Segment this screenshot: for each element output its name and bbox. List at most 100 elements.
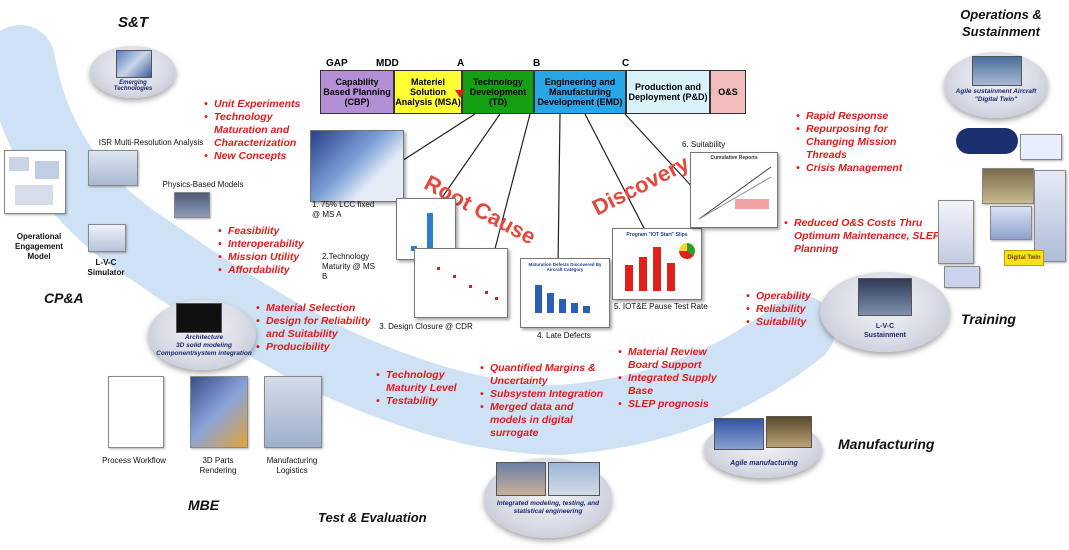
ops-thumbnail-3 <box>938 200 974 264</box>
mbe-item: 3D solid modeling <box>176 342 232 349</box>
msa-arrow-icon <box>455 90 465 98</box>
connector-lines <box>379 113 696 269</box>
lcc-chart-thumbnail <box>310 130 404 202</box>
physics-caption: Physics-Based Models <box>162 180 244 189</box>
bullet: Quantified Margins & Uncertainty <box>480 362 610 388</box>
domain-cpa-title: CP&A <box>44 290 84 306</box>
phase-td: Technology Development (TD) <box>462 70 534 114</box>
bullet: Technology Maturation and Characterizati… <box>204 111 312 150</box>
domain-manufacturing-title: Manufacturing <box>838 436 935 452</box>
mfglog-caption: Manufacturing Logistics <box>266 456 318 475</box>
bullet: Reliability <box>746 303 836 316</box>
tech-bullets: Technology Maturity Level Testability <box>376 369 480 408</box>
bullet: Producibility <box>256 341 386 354</box>
process-workflow-thumbnail <box>108 376 164 448</box>
probabilistic-badge <box>956 128 1018 154</box>
mbe-oval-caption: Architecture 3D solid modeling Component… <box>156 334 252 358</box>
numbered-4: 4. Late Defects <box>537 331 591 340</box>
ops-thumbnail-4 <box>990 206 1032 240</box>
bullet: Design for Reliability and Suitability <box>256 315 386 341</box>
domain-ops-title: Operations & Sustainment <box>960 7 1042 39</box>
numbered-3: 3. Design Closure @ CDR <box>379 322 473 331</box>
mbe-item: Architecture <box>184 334 224 341</box>
iot-slips-chart: Program "IOT Start" Slips <box>612 228 702 300</box>
ops-thumbnail-6 <box>944 266 980 288</box>
phase-msa: Materiel Solution Analysis (MSA) <box>394 70 462 114</box>
physics-thumbnail <box>174 192 210 218</box>
st-bullets: Unit Experiments Technology Maturation a… <box>204 98 312 163</box>
test-bullets: Quantified Margins & Uncertainty Subsyst… <box>480 362 610 440</box>
cpa-bullets: Feasibility Interoperability Mission Uti… <box>218 225 328 277</box>
late-defects-chart: Maturation Defects Discovered By Aircraf… <box>520 258 610 328</box>
ops-reduced-bullets: Reduced O&S Costs Thru Optimum Maintenan… <box>784 217 940 256</box>
test-photo-2 <box>548 462 600 496</box>
iot-chart-title: Program "IOT Start" Slips <box>626 232 688 238</box>
ops-thumbnail-2 <box>982 168 1034 204</box>
milestone-b: B <box>533 58 541 69</box>
bullet: Material Review Board Support <box>618 346 738 372</box>
bullet: Unit Experiments <box>204 98 312 111</box>
integrated-caption: Integrated modeling, testing, and statis… <box>496 500 600 515</box>
suitability-chart-title: Cumulative Reports <box>710 155 758 161</box>
manufacturing-bullets: Material Review Board Support Integrated… <box>618 346 738 411</box>
bullet: Technology Maturity Level <box>376 369 480 395</box>
bullet: Testability <box>376 395 480 408</box>
mfg-photo-1 <box>714 418 764 450</box>
mfg-photo-2 <box>766 416 812 448</box>
numbered-6: 6. Suitability <box>682 140 726 149</box>
mbe-item: Component/system integration <box>156 350 252 357</box>
domain-mbe-title: MBE <box>188 497 220 513</box>
bullet: Interoperability <box>218 238 328 251</box>
ops-bullets: Rapid Response Repurposing for Changing … <box>796 110 920 175</box>
milestone-mdd: MDD <box>376 58 399 69</box>
bullet: Feasibility <box>218 225 328 238</box>
lvc-sust-caption: L-V-C Sustainment <box>854 322 916 340</box>
parts-rendering-thumbnail <box>190 376 248 448</box>
phase-os: O&S <box>710 70 746 114</box>
mbe-bullets: Material Selection Design for Reliabilit… <box>256 302 386 354</box>
bullet: Integrated Supply Base <box>618 372 738 398</box>
bullet: Subsystem Integration <box>480 388 610 401</box>
lvc-sim-caption: L-V-C Simulator <box>87 258 125 277</box>
emerging-caption: Emerging Technologies <box>113 80 153 92</box>
bullet: New Concepts <box>204 150 312 163</box>
isr-caption: ISR Multi-Resolution Analysis <box>98 138 204 147</box>
bullet: Mission Utility <box>218 251 328 264</box>
phase-emd: Engineering and Manufacturing Developmen… <box>534 70 626 114</box>
digital-twin-tag: Digital Twin <box>1004 250 1044 266</box>
suitability-lines <box>698 166 772 220</box>
parts-caption: 3D Parts Rendering <box>199 456 237 475</box>
bullet: Suitability <box>746 316 836 329</box>
milestone-a: A <box>457 58 465 69</box>
training-bullets: Operability Reliability Suitability <box>746 290 836 329</box>
bullet: SLEP prognosis <box>618 398 738 411</box>
late-defects-title: Maturation Defects Discovered By Aircraf… <box>528 262 602 272</box>
training-item: L-V-C <box>875 323 895 330</box>
bullet: Operability <box>746 290 836 303</box>
bullet: Material Selection <box>256 302 386 315</box>
mbe-architecture-image <box>176 303 222 333</box>
process-caption: Process Workflow <box>102 456 166 465</box>
ops-photo <box>972 56 1022 86</box>
agile-sust-caption: Agile sustainment Aircraft "Digital Twin… <box>955 88 1037 103</box>
lvc-sim-thumbnail <box>88 224 126 252</box>
isr-thumbnail <box>88 150 138 186</box>
suitability-chart: Cumulative Reports <box>690 152 778 228</box>
domain-training-title: Training <box>961 311 1016 327</box>
ops-thumbnail-5 <box>1034 170 1066 262</box>
training-item: Sustainment <box>863 332 906 339</box>
ops-thumbnail-1 <box>1020 134 1062 160</box>
openg-caption: Operational Engagement Model <box>14 232 63 261</box>
bullet: Crisis Management <box>796 162 920 175</box>
st-photo <box>116 50 152 78</box>
numbered-5: 5. IOT&E Pause Test Rate <box>614 302 708 311</box>
bullet: Merged data and models in digital surrog… <box>480 401 610 440</box>
numbered-1: 1. 75% LCC fixed @ MS A <box>312 200 375 219</box>
mfg-logistics-thumbnail <box>264 376 322 448</box>
milestone-c: C <box>622 58 630 69</box>
domain-test-eval-title: Test & Evaluation <box>318 510 427 525</box>
test-photo-1 <box>496 462 546 496</box>
training-photo <box>858 278 912 316</box>
milestone-gap: GAP <box>326 58 348 69</box>
